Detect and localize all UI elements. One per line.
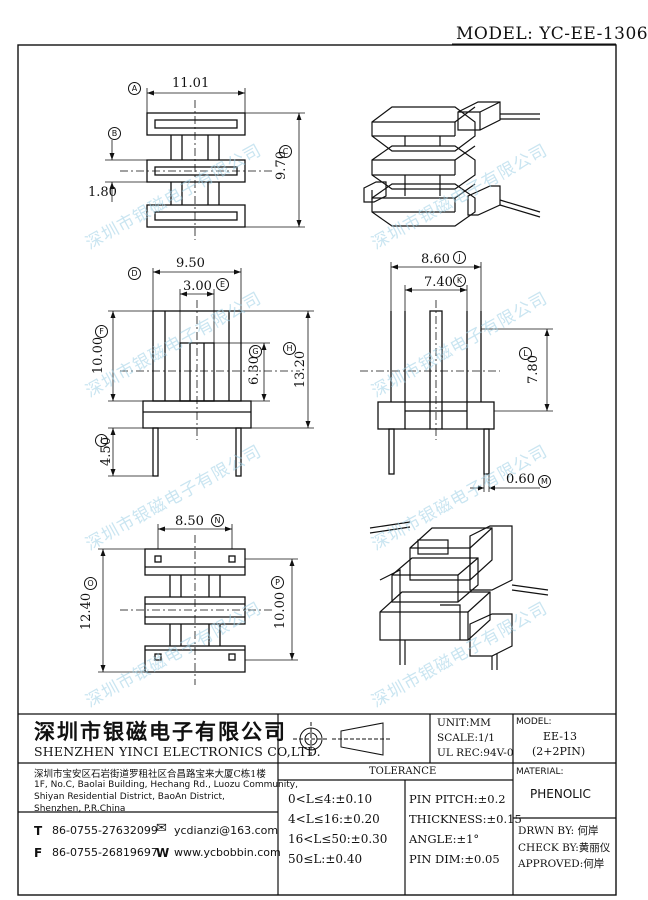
dim-O-letter: O (84, 577, 97, 590)
material-value: PHENOLIC (530, 787, 591, 801)
tol2-row-1: PIN PITCH:±0.2 (409, 792, 506, 806)
dim-K-value: 7.40 (424, 275, 453, 290)
tel-label: T (34, 824, 43, 838)
drawn-by: DRWN BY: 何岸 (518, 825, 599, 837)
tel-value: 86-0755-27632099 (52, 824, 158, 837)
material-label: MATERIAL: (516, 767, 564, 777)
dim-K-letter: K (453, 274, 466, 287)
dim-E-value: 3.00 (183, 279, 212, 294)
model-value: EE-13 (543, 730, 577, 743)
dim-M-value: 0.60 (506, 472, 535, 487)
dim-I-letter: I (95, 434, 108, 447)
projection-symbol (293, 722, 392, 756)
side-view-right (360, 262, 553, 492)
model-pins: (2+2PIN) (532, 745, 586, 758)
model-title: MODEL: YC-EE-1306 (456, 24, 648, 44)
dim-H-value: 13.20 (293, 350, 309, 389)
scale-label: SCALE:1/1 (437, 732, 495, 744)
company-name-en: SHENZHEN YINCI ELECTRONICS CO,LTD. (34, 744, 321, 759)
dim-L-letter: L (519, 347, 532, 360)
web-value: www.ycbobbin.com (174, 846, 281, 859)
checked-by: CHECK BY:黄丽仪 (518, 842, 611, 854)
web-label: W (156, 846, 170, 860)
dim-B-value: 1.80 (88, 185, 117, 200)
isometric-view-bottom (369, 521, 549, 670)
dim-H-letter: H (283, 342, 296, 355)
dim-G-value: 6.30 (246, 356, 262, 385)
approved-by: APPROVED:何岸 (518, 858, 605, 870)
dim-A-letter: A (128, 82, 141, 95)
dim-G-letter: G (249, 345, 262, 358)
dim-D-value: 9.50 (176, 256, 205, 271)
unit-label: UNIT:MM (437, 717, 491, 729)
dim-B-letter: B (108, 127, 121, 140)
address-en-1: 1F, No.C, Baolai Building, Hechang Rd., … (34, 780, 298, 790)
email-value: ycdianzi@163.com (174, 824, 279, 837)
dim-P-letter: P (271, 576, 284, 589)
address-cn: 深圳市宝安区石岩街道罗租社区合昌路宝来大厦C栋1楼 (34, 769, 266, 780)
tol-row-4: 50≤L:±0.40 (288, 852, 363, 866)
tol2-row-4: PIN DIM:±0.05 (409, 852, 500, 866)
front-view-top (105, 88, 305, 240)
dim-J-value: 8.60 (421, 252, 450, 267)
dim-N-letter: N (211, 514, 224, 527)
dim-O-value: 12.40 (79, 592, 95, 631)
dim-E-letter: E (216, 278, 229, 291)
dim-F-value: 10.00 (91, 336, 107, 375)
dim-F-letter: F (95, 325, 108, 338)
tol2-row-3: ANGLE:±1° (409, 832, 480, 846)
tolerance-title: TOLERANCE (369, 766, 437, 777)
dim-N-value: 8.50 (175, 514, 204, 529)
company-name-cn: 深圳市银磁电子有限公司 (34, 719, 287, 744)
tol2-row-2: THICKNESS:±0.15 (409, 812, 522, 826)
address-en-3: Shenzhen, P.R.China (34, 804, 126, 814)
sheet-border (17, 44, 617, 896)
fax-label: F (34, 846, 43, 860)
plan-view-bottom (98, 524, 298, 685)
dim-P-value: 10.00 (273, 591, 289, 630)
address-en-2: Shiyan Residential District, BaoAn Distr… (34, 792, 225, 802)
dim-M-letter: M (538, 475, 551, 488)
ul-label: UL REC:94V-0 (437, 747, 514, 759)
tol-row-1: 0<L≤4:±0.10 (288, 792, 373, 806)
side-view-middle (108, 268, 314, 477)
tol-row-3: 16<L≤50:±0.30 (288, 832, 388, 846)
dim-J-letter: J (453, 251, 466, 264)
dim-D-letter: D (128, 267, 141, 280)
title-block-frame (18, 713, 616, 895)
dim-A-value: 11.01 (172, 76, 210, 91)
fax-value: 86-0755-26819697 (52, 846, 158, 859)
isometric-view-top (363, 101, 541, 227)
mail-icon: ✉ (156, 821, 167, 836)
dim-C-letter: C (279, 145, 292, 158)
model-label: MODEL: (516, 717, 552, 727)
tol-row-2: 4<L≤16:±0.20 (288, 812, 380, 826)
